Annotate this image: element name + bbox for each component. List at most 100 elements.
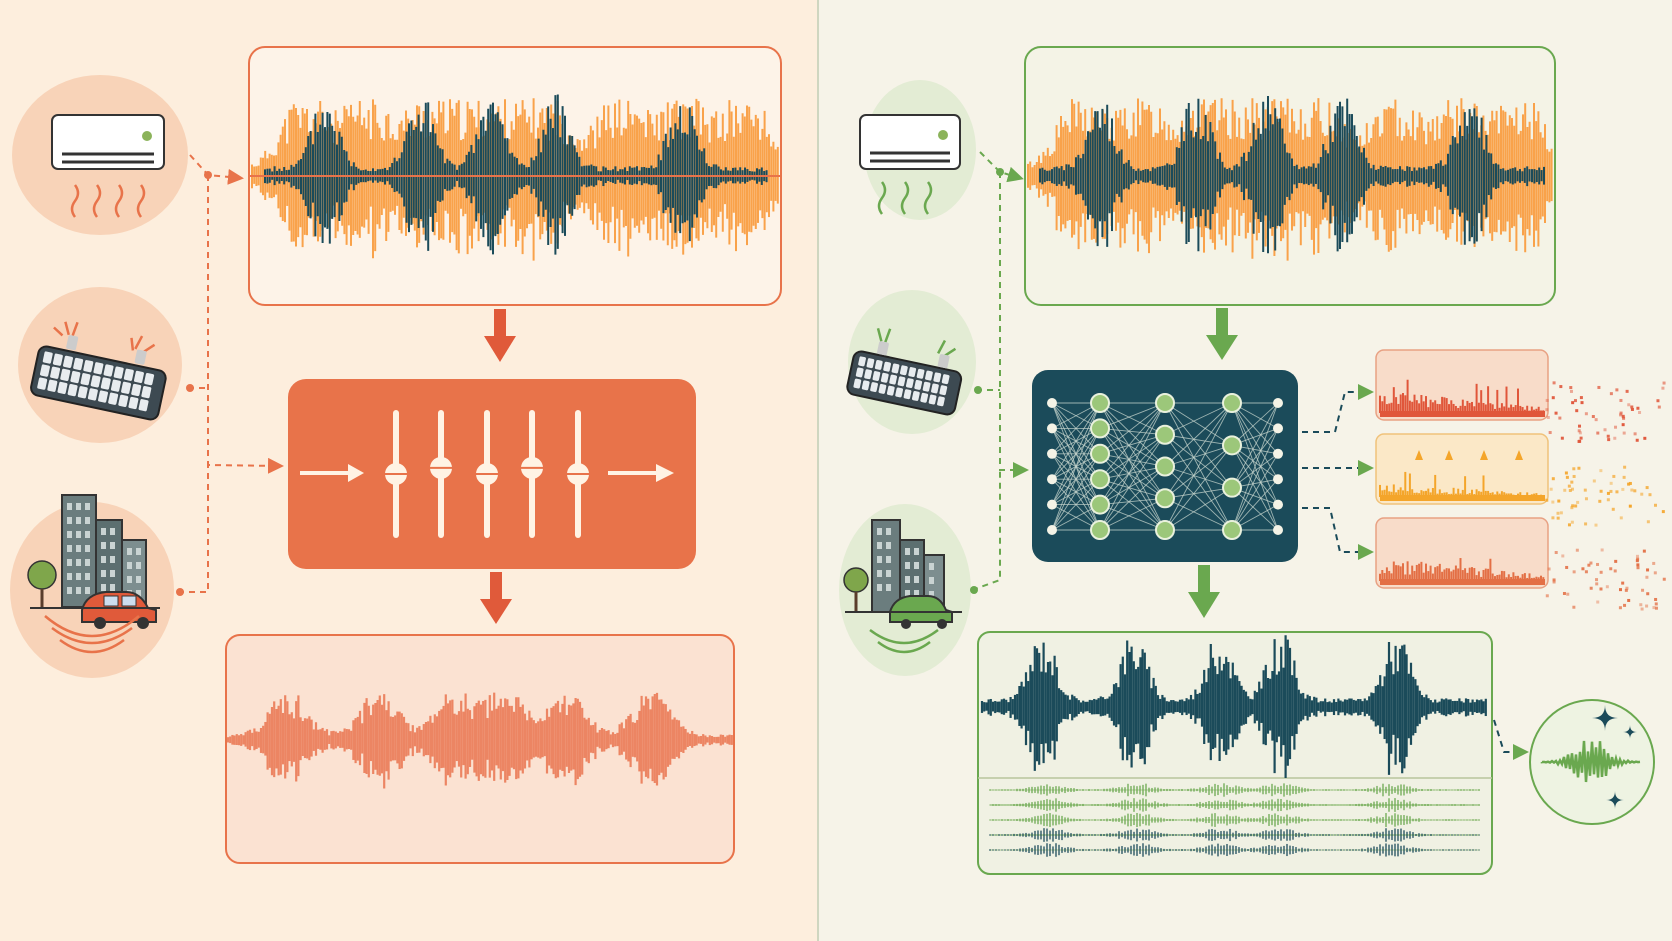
nn-edge (1231, 402, 1279, 531)
noise-particle (1595, 578, 1599, 582)
noise-particle (1578, 424, 1582, 428)
noise-particle (1545, 594, 1549, 598)
noise-particle (1609, 489, 1613, 493)
window (914, 576, 919, 583)
noise-particle (1607, 438, 1611, 442)
key (861, 380, 870, 391)
window (929, 577, 934, 584)
window (110, 556, 115, 563)
noise-particle (1584, 412, 1588, 416)
nn-edge (1231, 402, 1279, 446)
noise-particle (1639, 603, 1643, 607)
noise-particle (1567, 523, 1571, 527)
window (67, 517, 72, 524)
nn-edge (1099, 428, 1166, 467)
nn-edge (1099, 478, 1166, 499)
nn-edge (1099, 434, 1166, 505)
noise-particle (1556, 511, 1560, 515)
nn-edge (1164, 445, 1233, 531)
noise-particle (1609, 567, 1613, 571)
nn-edge (1231, 453, 1279, 531)
left-arrow-down-1 (484, 309, 516, 362)
window (110, 528, 115, 535)
noise-particle (1621, 487, 1625, 491)
noise-particle (1560, 436, 1564, 440)
key (880, 372, 889, 383)
nn-edge (1231, 487, 1279, 531)
window (136, 548, 141, 555)
key (878, 383, 887, 394)
key (70, 370, 81, 384)
noise-particle (1621, 414, 1625, 418)
window (85, 573, 90, 580)
nn-edge (1164, 444, 1233, 499)
key (864, 369, 872, 380)
window (886, 528, 891, 535)
connector-dot (970, 586, 978, 594)
noise-particle (1640, 492, 1644, 496)
key (60, 368, 71, 382)
noise-particle (1633, 432, 1637, 436)
noise-particle (1579, 436, 1583, 440)
noise-particle (1615, 388, 1619, 392)
noise-particle (1614, 559, 1618, 563)
key (42, 351, 53, 364)
nn-edge (1099, 466, 1166, 531)
city-traffic-icon (843, 519, 962, 654)
noise-particle (1645, 604, 1649, 608)
key (133, 370, 144, 384)
noise-spectrum-box-red (1375, 349, 1549, 421)
noise-particle (1596, 600, 1600, 604)
key (37, 377, 48, 390)
noise-particle (1580, 401, 1584, 405)
keyboard-icon (30, 321, 167, 421)
nn-edge (1099, 402, 1166, 531)
noise-particle (1640, 607, 1644, 611)
key (98, 390, 109, 403)
key (128, 396, 139, 410)
nn-edge (1051, 478, 1101, 531)
noise-particle (1627, 598, 1631, 602)
noise-particle (1613, 436, 1617, 440)
window (110, 584, 115, 591)
window (905, 590, 910, 597)
noise-particle (1584, 497, 1588, 501)
nn-edge (1164, 402, 1233, 446)
noise-particle (1591, 415, 1595, 419)
key (100, 377, 111, 390)
noise-particle (1648, 493, 1652, 497)
noise-particle (1565, 565, 1569, 569)
city-traffic-icon (27, 494, 160, 654)
key (123, 368, 134, 381)
noise-particle (1662, 577, 1666, 581)
noise-particle (1599, 587, 1603, 591)
noise-particle (1636, 557, 1640, 561)
noise-particle (1547, 567, 1551, 571)
noise-particle (1654, 606, 1658, 610)
key (922, 381, 931, 392)
window (101, 542, 106, 549)
noise-particle (1569, 386, 1573, 390)
key (103, 364, 114, 377)
window (127, 548, 132, 555)
noise-particle (1627, 482, 1631, 486)
key (939, 385, 948, 396)
window (877, 542, 882, 549)
noise-particle (1577, 439, 1581, 443)
noise-particle (1605, 585, 1609, 589)
key (52, 353, 63, 366)
noise-particle (1635, 554, 1639, 558)
nn-node (1155, 456, 1175, 477)
noise-particle (1583, 488, 1587, 492)
noise-spectrum-yellow-floor (1380, 495, 1545, 501)
noise-particle (1623, 603, 1627, 607)
key (855, 367, 864, 378)
nn-node (1155, 488, 1175, 509)
nn-edge (1231, 428, 1279, 488)
nn-edge (1231, 402, 1279, 488)
window (929, 563, 934, 570)
nn-edge (1099, 453, 1166, 467)
nn-node (1273, 448, 1283, 459)
noise-particle (1566, 592, 1570, 596)
window (76, 559, 81, 566)
